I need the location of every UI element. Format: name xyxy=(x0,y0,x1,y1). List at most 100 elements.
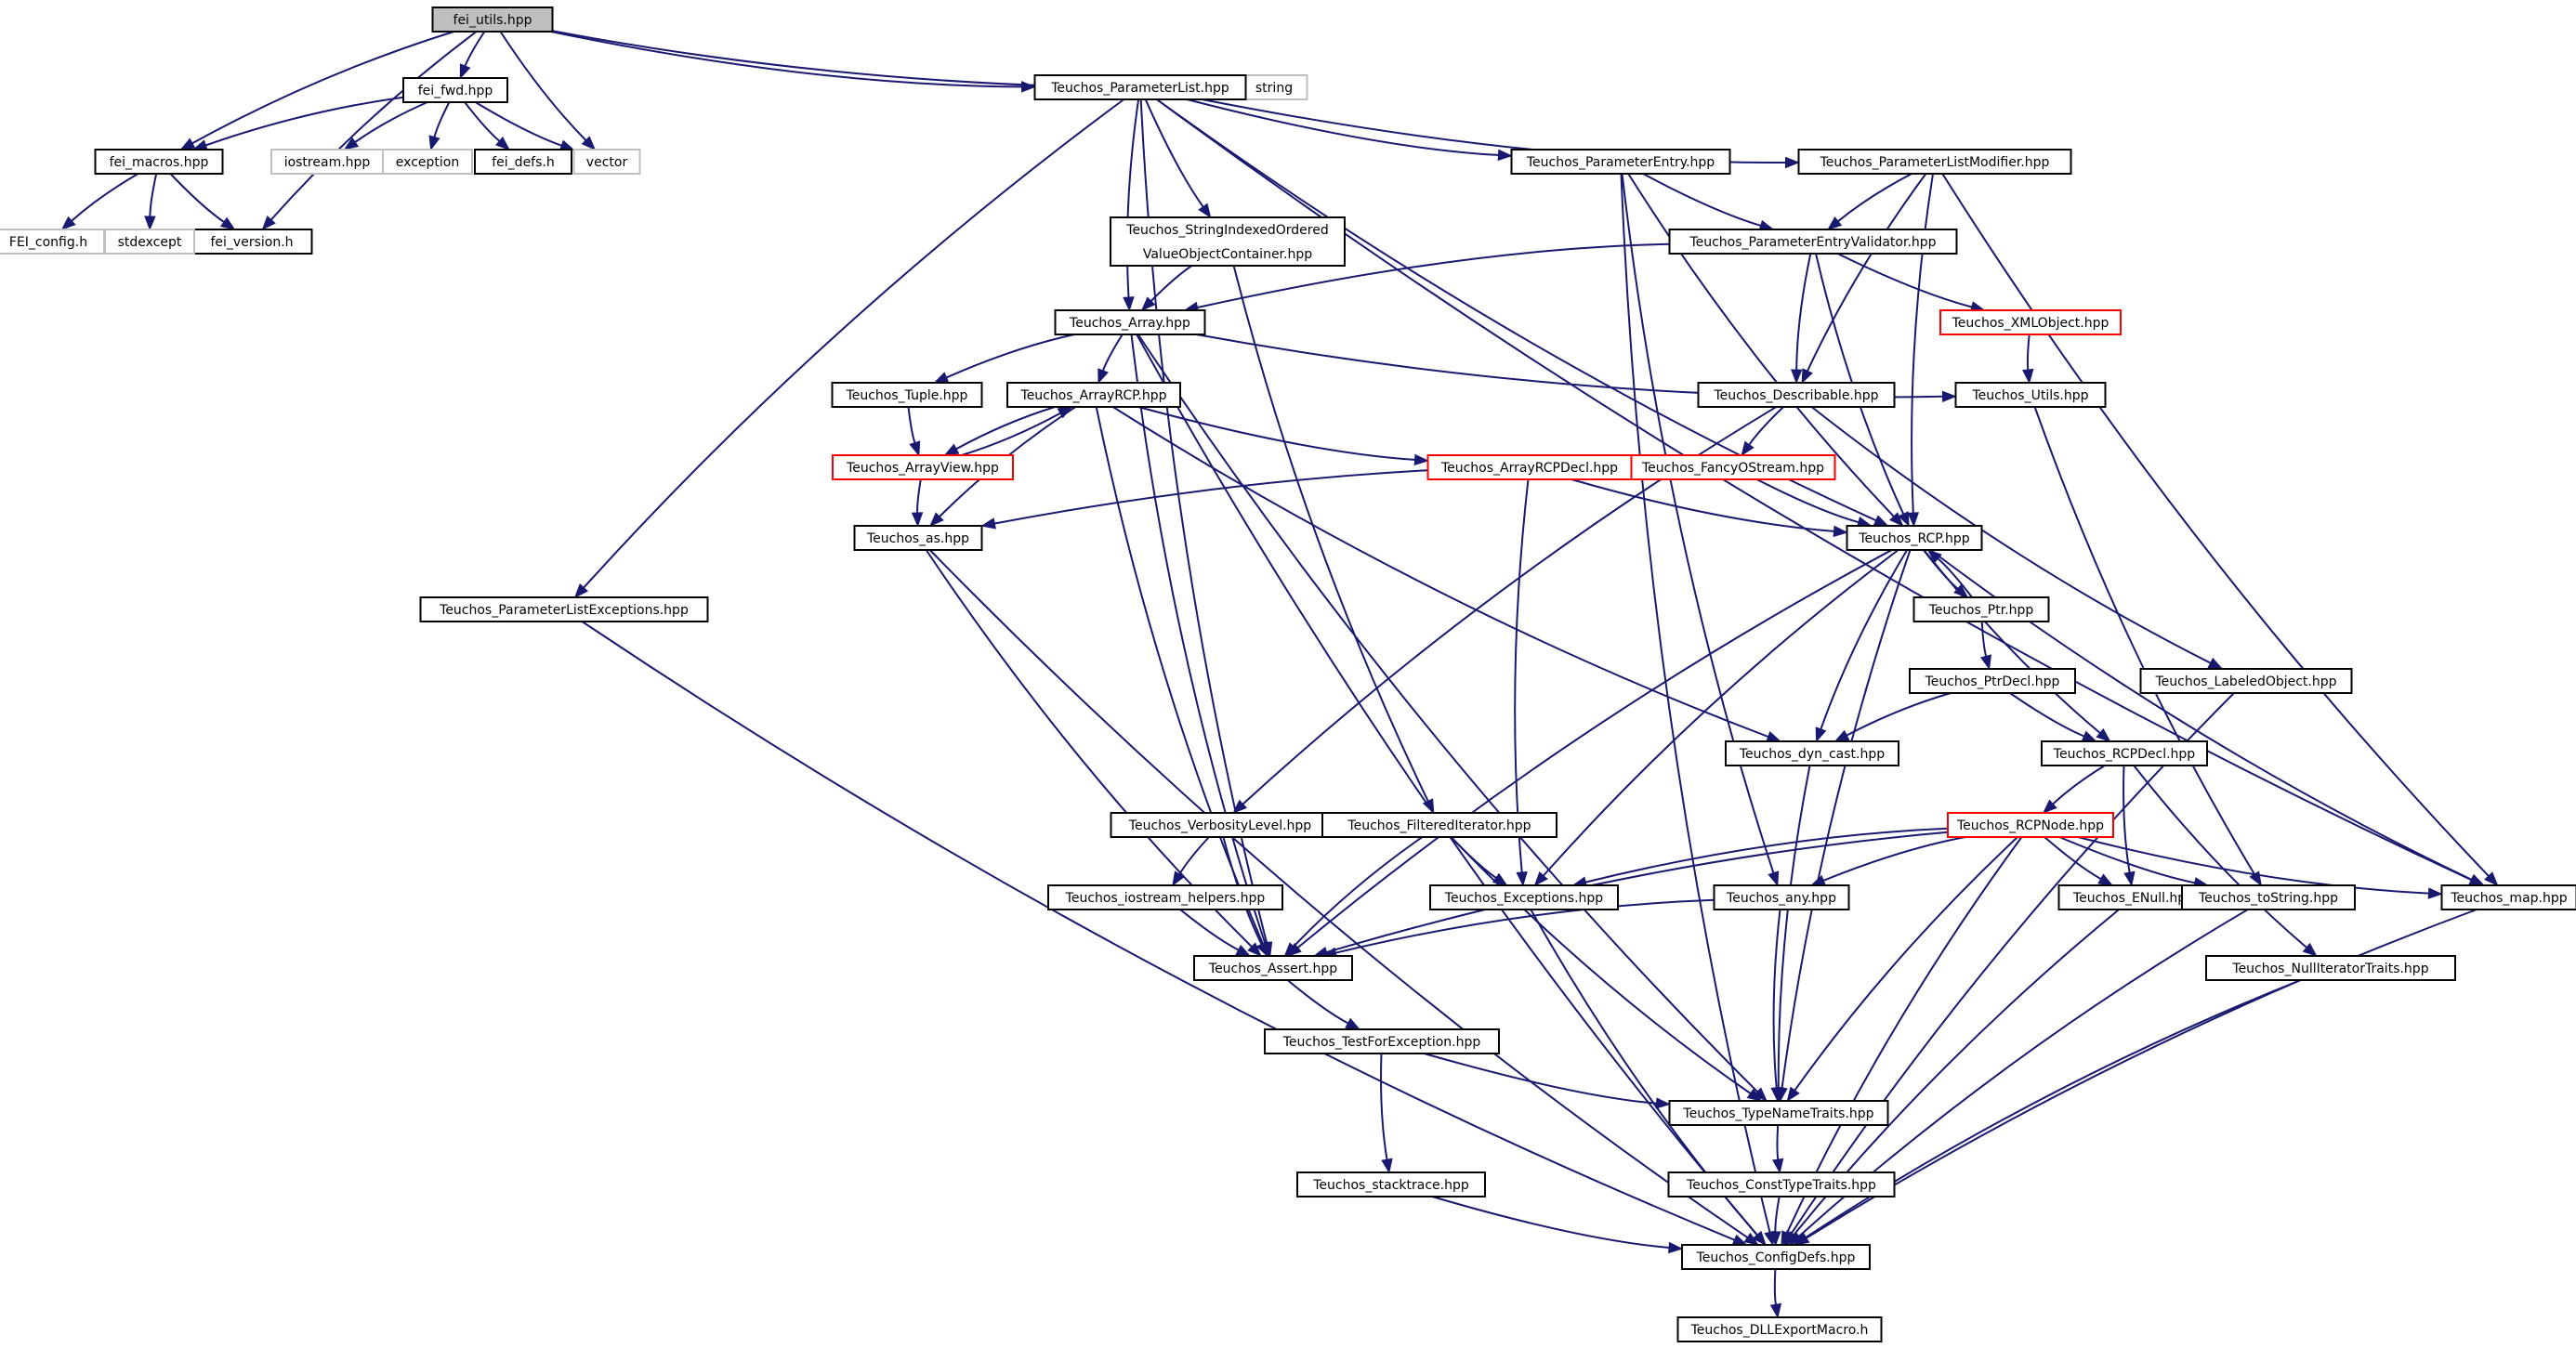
node-fei_defs[interactable]: fei_defs.h xyxy=(474,149,572,175)
node-fei_utils[interactable]: fei_utils.hpp xyxy=(431,7,554,33)
node-LabeledObject[interactable]: Teuchos_LabeledObject.hpp xyxy=(2139,668,2353,694)
node-FancyOStream[interactable]: Teuchos_FancyOStream.hpp xyxy=(1630,454,1836,480)
edge-arrowhead xyxy=(1198,203,1212,219)
node-TestForException[interactable]: Teuchos_TestForException.hpp xyxy=(1264,1028,1500,1054)
edge-ParameterListModifier-to-RCP xyxy=(1907,173,1934,528)
node-iostream_helpers[interactable]: Teuchos_iostream_helpers.hpp xyxy=(1047,884,1283,910)
edge-line xyxy=(1911,173,1934,514)
node-ArrayView[interactable]: Teuchos_ArrayView.hpp xyxy=(832,454,1014,480)
node-string[interactable]: string xyxy=(1240,74,1308,100)
node-box xyxy=(2041,740,2208,766)
node-DLLExportMacro[interactable]: Teuchos_DLLExportMacro.h xyxy=(1676,1316,1883,1342)
edge-arrowhead xyxy=(1768,870,1780,887)
node-dyn_cast[interactable]: Teuchos_dyn_cast.hpp xyxy=(1725,740,1899,766)
node-as[interactable]: Teuchos_as.hpp xyxy=(853,525,983,551)
node-label: Teuchos_ParameterEntryValidator.hpp xyxy=(1689,235,1936,250)
node-ArrayRCP[interactable]: Teuchos_ArrayRCP.hpp xyxy=(1006,382,1181,408)
edge-RCP-to-dyn_cast xyxy=(1815,549,1909,743)
node-StringIndexed[interactable]: Teuchos_StringIndexedOrderedValueObjectC… xyxy=(1110,216,1346,267)
node-RCPDecl[interactable]: Teuchos_RCPDecl.hpp xyxy=(2041,740,2208,766)
edge-line xyxy=(1820,549,1909,730)
edge-arrowhead xyxy=(1247,942,1262,957)
node-box xyxy=(2440,884,2576,910)
node-Exceptions[interactable]: Teuchos_Exceptions.hpp xyxy=(1429,884,1619,910)
node-any[interactable]: Teuchos_any.hpp xyxy=(1713,884,1850,910)
edge-arrowhead xyxy=(1746,1088,1763,1102)
node-label: Teuchos_iostream_helpers.hpp xyxy=(1065,891,1266,906)
node-ParameterListExceptions[interactable]: Teuchos_ParameterListExceptions.hpp xyxy=(419,596,709,622)
edge-Array-to-Tuple xyxy=(933,334,1075,384)
node-map[interactable]: Teuchos_map.hpp xyxy=(2440,884,2576,910)
edge-Ptr-to-PtrDecl xyxy=(1979,621,1991,671)
edge-line xyxy=(1794,836,2018,1092)
edge-line xyxy=(499,31,587,141)
node-ArrayRCPDecl[interactable]: Teuchos_ArrayRCPDecl.hpp xyxy=(1426,454,1633,480)
edge-arrowhead xyxy=(1979,654,1991,671)
node-label: Teuchos_VerbosityLevel.hpp xyxy=(1128,818,1312,833)
node-Ptr[interactable]: Teuchos_Ptr.hpp xyxy=(1912,596,2050,622)
node-label: string xyxy=(1255,81,1293,96)
node-label: Teuchos_Ptr.hpp xyxy=(1928,603,2034,618)
node-ParameterList[interactable]: Teuchos_ParameterList.hpp xyxy=(1033,74,1247,100)
edge-ParameterList-to-StringIndexed xyxy=(1144,98,1212,219)
node-label: Teuchos_ParameterListExceptions.hpp xyxy=(439,603,689,618)
node-label: Teuchos_RCPDecl.hpp xyxy=(2053,747,2196,762)
node-iostream[interactable]: iostream.hpp xyxy=(270,149,384,175)
node-exception[interactable]: exception xyxy=(382,149,473,175)
node-ConstTypeTraits[interactable]: Teuchos_ConstTypeTraits.hpp xyxy=(1667,1171,1896,1197)
node-TypeNameTraits[interactable]: Teuchos_TypeNameTraits.hpp xyxy=(1668,1100,1889,1126)
node-fei_macros[interactable]: fei_macros.hpp xyxy=(94,149,224,175)
node-label: fei_fwd.hpp xyxy=(418,84,493,98)
edge-fei_fwd-to-exception xyxy=(428,101,451,151)
edge-arrowhead xyxy=(1898,511,1910,528)
node-RCPNode[interactable]: Teuchos_RCPNode.hpp xyxy=(1947,812,2114,838)
node-RCP[interactable]: Teuchos_RCP.hpp xyxy=(1846,525,1983,551)
edge-line xyxy=(1197,242,1670,308)
node-fei_fwd[interactable]: fei_fwd.hpp xyxy=(402,77,508,103)
node-stacktrace[interactable]: Teuchos_stacktrace.hpp xyxy=(1296,1171,1486,1197)
node-vector[interactable]: vector xyxy=(572,149,641,175)
node-Array[interactable]: Teuchos_Array.hpp xyxy=(1054,309,1206,335)
edge-arrowhead xyxy=(2207,657,2224,670)
edge-arrowhead xyxy=(909,440,921,457)
edge-ParameterEntry-to-RCP xyxy=(1627,173,1904,527)
edge-line xyxy=(1748,406,1784,446)
node-ConfigDefs[interactable]: Teuchos_ConfigDefs.hpp xyxy=(1681,1244,1871,1270)
node-Assert[interactable]: Teuchos_Assert.hpp xyxy=(1193,955,1353,981)
edge-RCPDecl-to-NullIteratorTraits xyxy=(2133,765,2318,957)
edge-line xyxy=(1846,692,1952,737)
node-label: exception xyxy=(396,155,459,170)
node-toString[interactable]: Teuchos_toString.hpp xyxy=(2181,884,2356,910)
node-Describable[interactable]: Teuchos_Describable.hpp xyxy=(1697,382,1896,408)
edge-arrowhead xyxy=(1381,1158,1393,1174)
edge-line xyxy=(907,406,916,444)
node-label: fei_defs.h xyxy=(492,155,554,170)
node-ParameterEntryValidator[interactable]: Teuchos_ParameterEntryValidator.hpp xyxy=(1668,229,1958,255)
edge-line xyxy=(354,101,428,143)
node-box xyxy=(2181,884,2356,910)
node-label: Teuchos_Tuple.hpp xyxy=(846,388,968,403)
edge-arrowhead xyxy=(1889,512,1904,527)
node-ParameterEntry[interactable]: Teuchos_ParameterEntry.hpp xyxy=(1510,149,1731,175)
node-ParameterListModifier[interactable]: Teuchos_ParameterListModifier.hpp xyxy=(1797,149,2072,175)
node-Utils[interactable]: Teuchos_Utils.hpp xyxy=(1954,382,2107,408)
node-box xyxy=(1510,149,1731,175)
edge-arrowhead xyxy=(2081,730,2097,742)
node-PtrDecl[interactable]: Teuchos_PtrDecl.hpp xyxy=(1909,668,2076,694)
edge-line xyxy=(1627,173,1895,517)
edge-arrowhead xyxy=(581,136,597,151)
node-box xyxy=(1429,884,1619,910)
edge-line xyxy=(1620,173,1771,1233)
node-NullIteratorTraits[interactable]: Teuchos_NullIteratorTraits.hpp xyxy=(2205,955,2456,981)
node-VerbosityLevel[interactable]: Teuchos_VerbosityLevel.hpp xyxy=(1110,812,1331,838)
node-FEI_config[interactable]: FEI_config.h xyxy=(0,229,105,255)
node-box xyxy=(1047,884,1283,910)
node-stdexcept[interactable]: stdexcept xyxy=(104,229,195,255)
node-box xyxy=(1264,1028,1500,1054)
edge-line xyxy=(1772,909,1781,1089)
node-Tuple[interactable]: Teuchos_Tuple.hpp xyxy=(831,382,983,408)
node-XMLObject[interactable]: Teuchos_XMLObject.hpp xyxy=(1939,309,2122,335)
node-FilteredIterator[interactable]: Teuchos_FilteredIterator.hpp xyxy=(1321,812,1557,838)
node-fei_version[interactable]: fei_version.h xyxy=(191,229,313,255)
